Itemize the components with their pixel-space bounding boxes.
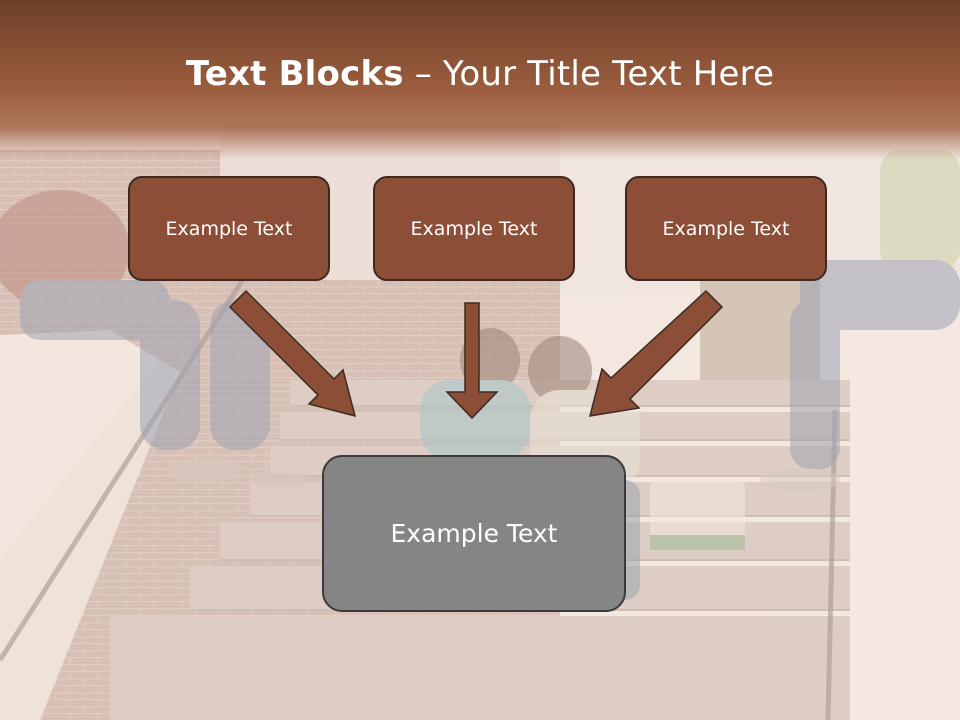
arrow-right — [588, 289, 724, 417]
main-text-block-label: Example Text — [390, 519, 558, 548]
arrow-left — [228, 289, 357, 418]
main-text-block[interactable]: Example Text — [322, 455, 626, 612]
text-block-2-label: Example Text — [410, 217, 538, 240]
text-block-3-label: Example Text — [662, 217, 790, 240]
title-band — [0, 0, 960, 160]
text-block-1-label: Example Text — [165, 217, 293, 240]
title-bold-text: Text Blocks — [185, 54, 404, 94]
text-block-1[interactable]: Example Text — [128, 176, 330, 281]
title-rest-text: – Your Title Text Here — [403, 54, 775, 94]
slide-title: Text Blocks – Your Title Text Here — [0, 54, 960, 94]
arrow-center — [445, 302, 499, 420]
text-block-3[interactable]: Example Text — [625, 176, 827, 281]
text-block-2[interactable]: Example Text — [373, 176, 575, 281]
